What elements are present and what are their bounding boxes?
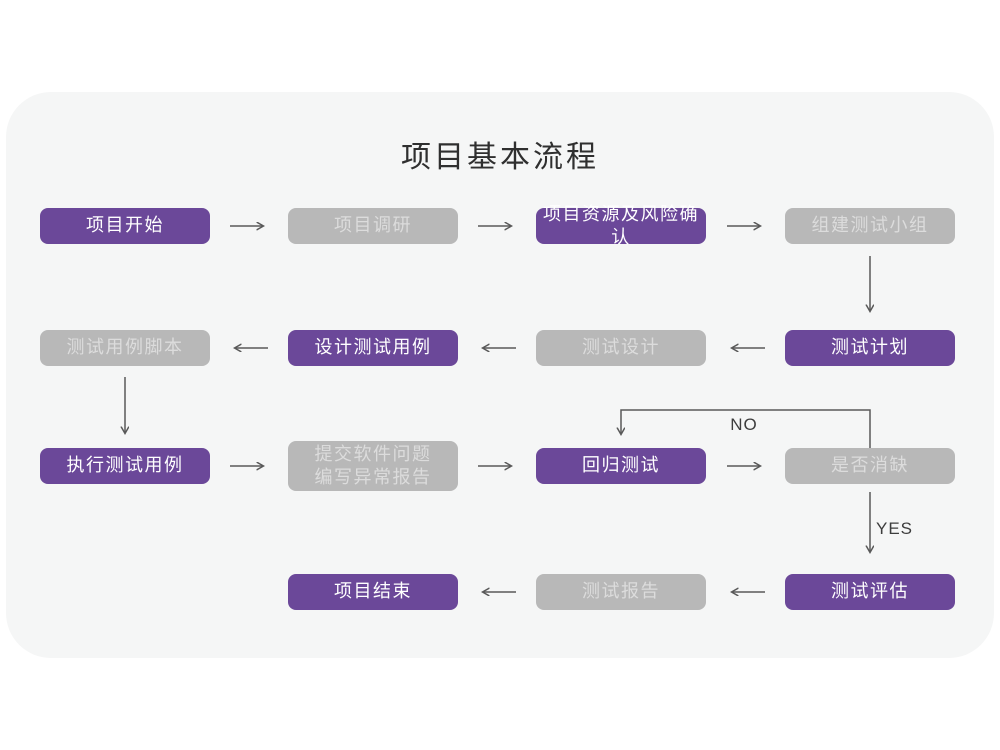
node-resources-risk-confirm: 项目资源及风险确认 <box>536 204 706 247</box>
node-test-plan: 测试计划 <box>785 330 955 366</box>
node-test-report: 测试报告 <box>536 574 706 610</box>
node-label: 设计测试用例 <box>314 337 432 358</box>
node-label-line2: 编写异常报告 <box>314 467 432 487</box>
node-label: 组建测试小组 <box>811 215 929 236</box>
node-build-test-team: 组建测试小组 <box>785 208 955 244</box>
node-label: 测试设计 <box>582 337 660 358</box>
node-label: 测试评估 <box>831 581 909 602</box>
node-label: 项目调研 <box>334 215 412 236</box>
node-test-design: 测试设计 <box>536 330 706 366</box>
node-project-end: 项目结束 <box>288 574 458 610</box>
yes-branch-label: YES <box>876 519 914 538</box>
node-defect-resolved: 是否消缺 <box>785 448 955 484</box>
node-label: 回归测试 <box>582 455 660 476</box>
node-label: 是否消缺 <box>831 455 909 476</box>
node-label: 项目资源及风险确认 <box>543 203 699 247</box>
no-branch-label: NO <box>730 415 758 434</box>
flowchart-card-background <box>6 92 994 658</box>
node-submit-issues-report: 提交软件问题 编写异常报告 <box>288 441 458 491</box>
node-project-start: 项目开始 <box>40 208 210 244</box>
node-design-test-cases: 设计测试用例 <box>288 330 458 366</box>
node-label: 执行测试用例 <box>66 455 184 476</box>
node-execute-test-cases: 执行测试用例 <box>40 448 210 484</box>
node-label: 测试用例脚本 <box>66 337 184 358</box>
diagram-title: 项目基本流程 <box>401 141 599 174</box>
node-label: 测试计划 <box>831 337 909 358</box>
node-label: 测试报告 <box>582 581 660 602</box>
node-label: 项目结束 <box>334 581 412 602</box>
node-project-research: 项目调研 <box>288 208 458 244</box>
node-label-line1: 提交软件问题 <box>314 443 432 464</box>
node-regression-test: 回归测试 <box>536 448 706 484</box>
node-test-evaluation: 测试评估 <box>785 574 955 610</box>
node-label: 项目开始 <box>86 215 164 236</box>
node-test-case-script: 测试用例脚本 <box>40 330 210 366</box>
